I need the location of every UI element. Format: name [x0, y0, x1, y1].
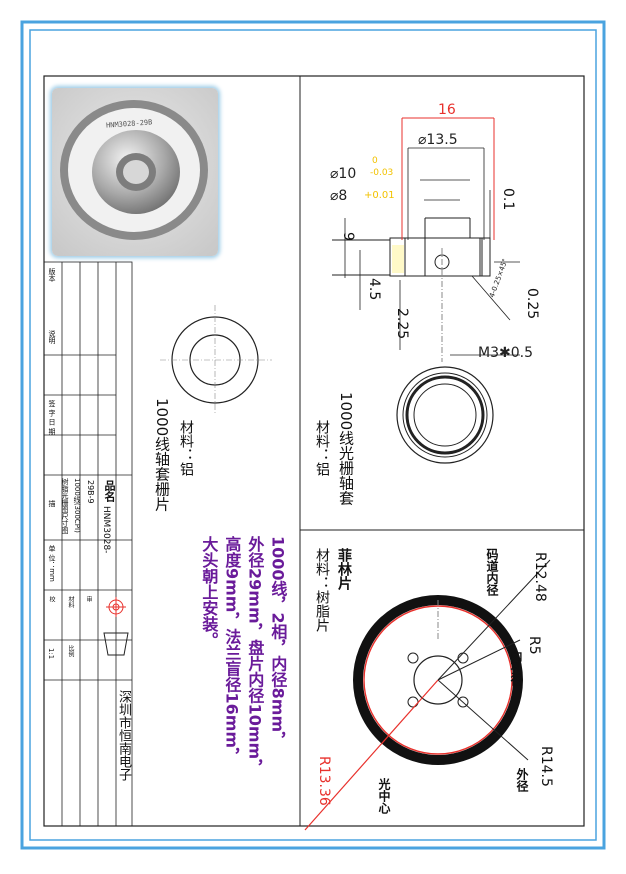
product-photo: HNM3028-29B [52, 88, 218, 256]
black-dimensions [344, 147, 520, 356]
dim-0-25: 0.25 [524, 288, 540, 320]
dim-9: 9 [340, 232, 356, 241]
note-line-2: 外径29mm，盘片内径10mm， [245, 536, 265, 776]
inner-frame [29, 29, 597, 841]
dim-10-tol-up: 0 [372, 156, 378, 166]
dim-r13-36: R13.36 [316, 756, 332, 806]
dim-4-5: 4.5 [366, 278, 382, 301]
dim-10-tol-dn: -0.03 [370, 168, 394, 178]
red-dimensions [401, 117, 495, 240]
tb-scale-value: 1:1 [47, 648, 55, 660]
title-block [43, 261, 133, 827]
resin-film-drawing [304, 559, 551, 831]
tb-label-desc: 说明 [48, 330, 56, 344]
tb-name-value-2: 29B-9 [86, 480, 95, 504]
tb-name-heading: 品名 [103, 480, 116, 502]
sleeve-material-label: 材料：铝 [314, 420, 330, 476]
sleeve-section [332, 217, 491, 362]
dim-8-tol: +0.01 [364, 190, 395, 201]
note-line-1: 1000线，2相，内径8mm， [268, 536, 288, 749]
tb-name-value: HNM3028- [101, 506, 111, 554]
dim-r5: R5 [526, 636, 542, 655]
disc-drawing [160, 305, 272, 415]
tb-label-scale: 比例 [67, 645, 74, 657]
disc-name-label: 1000线轴套栅片 [153, 398, 171, 512]
dim-r13-36-note: 光中心 [377, 778, 391, 814]
sleeve-highlight [392, 245, 404, 273]
tb-label-review: 审 [85, 596, 92, 602]
dim-r12-48-note: 码道内径 [485, 548, 499, 596]
dim-r14-5: R14.5 [538, 746, 554, 787]
dim-10: ⌀10 [330, 166, 357, 182]
dim-8: ⌀8 [330, 188, 348, 204]
tb-desc-2: 树脂光栅图尺寸图 [61, 478, 69, 534]
dim-2-25: 2.25 [394, 308, 410, 340]
outer-frame [20, 20, 606, 850]
tb-desc-1: 1000线(300CPI) [73, 478, 81, 533]
dim-r12-48: R12.48 [532, 552, 548, 602]
film-name-label: 菲林片 [336, 548, 352, 590]
dim-16: 16 [438, 102, 456, 118]
tb-company-name: 深圳市恒南电子 [116, 690, 131, 781]
sleeve-top-view [396, 366, 494, 464]
note-line-4: 大头朝上安装。 [199, 536, 219, 648]
dim-13-5: ⌀13.5 [418, 132, 458, 148]
dim-thread: M3✱0.5 [478, 345, 533, 361]
note-line-3: 高度9mm，法兰盲径16mm， [222, 536, 242, 765]
tb-unit: 单 位：mm [48, 545, 56, 582]
tb-label-sign-date: 签 字 日 期 [48, 400, 56, 435]
cone-symbol [103, 632, 129, 656]
dim-r14-5-note: 外径 [515, 768, 529, 792]
tb-label-check: 校 [48, 596, 55, 602]
tb-label-version: 版本 [48, 268, 56, 282]
dim-r5-note: 内孔径 [509, 650, 523, 686]
projection-symbol [106, 597, 126, 617]
tb-label-material: 材料 [67, 596, 74, 608]
film-material-label: 材料：树脂片 [314, 548, 330, 632]
dim-0-1: 0.1 [500, 188, 516, 211]
disc-material-label: 材料：铝 [178, 420, 194, 476]
photo-illustration [52, 88, 218, 256]
tb-label-draw: 描 [48, 500, 56, 507]
sleeve-name-label: 1000线光栅轴套 [337, 392, 355, 506]
